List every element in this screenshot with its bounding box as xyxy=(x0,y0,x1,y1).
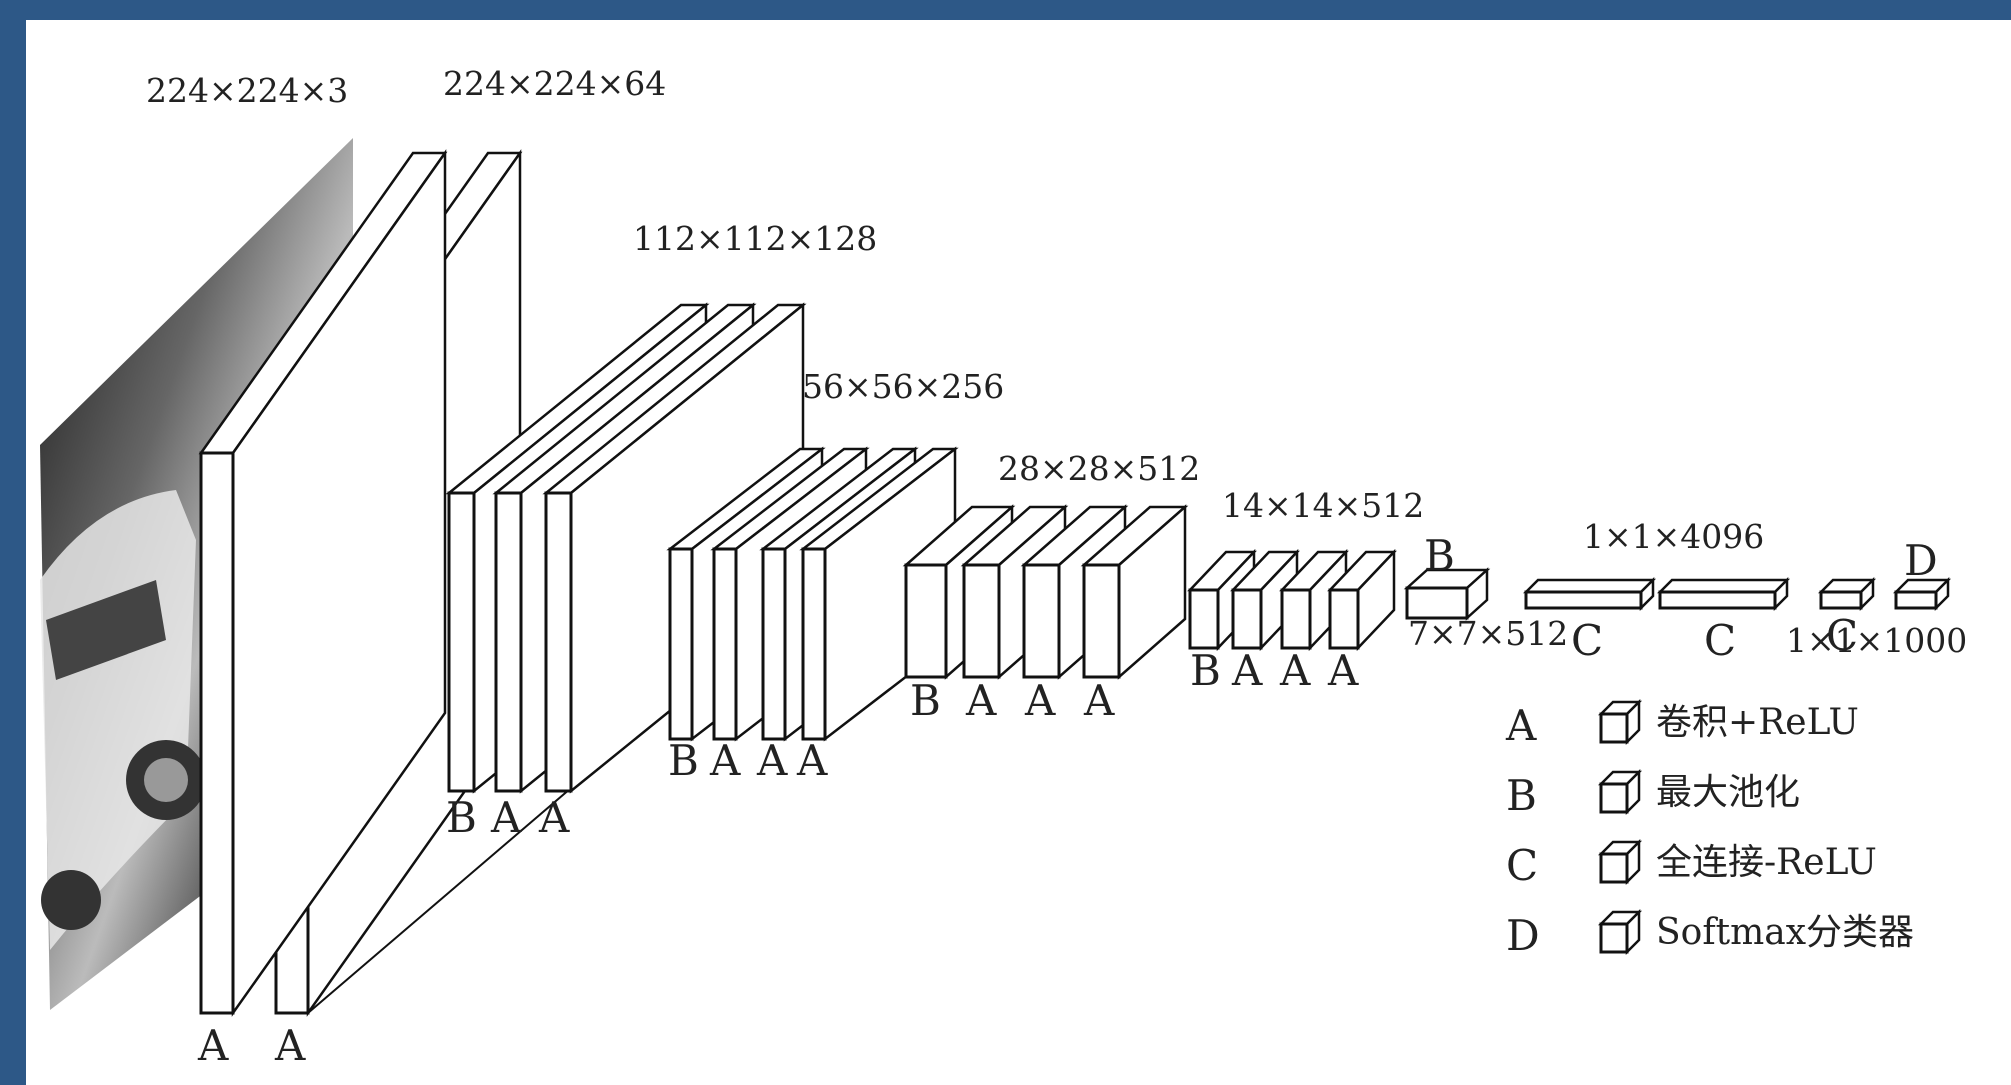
pool5-op: B xyxy=(1424,531,1455,580)
fc3-op: C xyxy=(1826,611,1858,660)
conv3-op-2: A xyxy=(709,736,741,785)
softmax-op: D xyxy=(1904,536,1938,585)
legend-cube-icon-C xyxy=(1601,842,1639,882)
dim-label-conv2: 112×112×128 xyxy=(633,219,877,258)
dim-label-input: 224×224×3 xyxy=(146,71,348,110)
dim-label-pool5: 7×7×512 xyxy=(1408,614,1568,653)
conv1-op-1: A xyxy=(197,1021,229,1070)
legend-label-A: 卷积+ReLU xyxy=(1656,702,1859,743)
conv5-layer-4-front xyxy=(1330,590,1358,648)
legend-key-C: C xyxy=(1506,841,1538,890)
fc1-block-top xyxy=(1526,580,1653,592)
dim-label-fc3: 1×1×1000 xyxy=(1786,621,1967,660)
conv1-op-2: A xyxy=(274,1021,306,1070)
conv5-layer-2-front xyxy=(1233,590,1261,648)
vgg16-diagram: 224×224×3 224×224×64 112×112×128 56×56×256 2… xyxy=(26,20,2011,1085)
legend-label-B: 最大池化 xyxy=(1656,772,1800,813)
conv5-layer-3-front xyxy=(1282,590,1310,648)
legend-cube-icon-B xyxy=(1601,772,1639,812)
conv5-op-2: A xyxy=(1231,646,1263,695)
conv2-op-2: A xyxy=(490,793,522,842)
fc1-block xyxy=(1526,580,1653,608)
dim-label-conv4: 28×28×512 xyxy=(998,449,1200,488)
conv3-op-3: A xyxy=(756,736,788,785)
conv2-layer-1-front xyxy=(449,493,474,791)
diagram-canvas: 224×224×3 224×224×64 112×112×128 56×56×256 2… xyxy=(26,20,2011,1085)
legend-key-D: D xyxy=(1506,911,1540,960)
dim-label-conv3: 56×56×256 xyxy=(802,367,1004,406)
conv2-layer-2-front xyxy=(496,493,521,791)
conv3-op-4: A xyxy=(796,736,828,785)
conv4-layer-2-front xyxy=(964,565,999,677)
dim-label-conv5: 14×14×512 xyxy=(1222,486,1424,525)
legend-key-B: B xyxy=(1506,771,1537,820)
dim-label-conv1: 224×224×64 xyxy=(443,64,666,103)
conv3-op-1: B xyxy=(668,736,699,785)
legend-cube-icon-D xyxy=(1601,912,1639,952)
conv3-layer-2-front xyxy=(714,549,736,739)
fc2-block-top xyxy=(1660,580,1787,592)
softmax-block-front xyxy=(1896,592,1936,608)
legend: A 卷积+ReLU B 最大池化 C 全连接-ReLU D Softmax分类器 xyxy=(1505,701,1914,960)
fc3-block xyxy=(1821,580,1873,608)
conv4-layer-3-front xyxy=(1024,565,1059,677)
conv2-layer-3-front xyxy=(546,493,571,791)
conv1-slab-1-front xyxy=(201,453,233,1013)
conv3-layer-3-front xyxy=(763,549,785,739)
legend-label-C: 全连接-ReLU xyxy=(1656,842,1877,883)
legend-cube-icon-A xyxy=(1601,702,1639,742)
legend-label-D: Softmax分类器 xyxy=(1656,912,1914,953)
fc2-block xyxy=(1660,580,1787,608)
conv4-op-1: B xyxy=(910,676,941,725)
conv4-op-4: A xyxy=(1083,676,1115,725)
fc2-block-front xyxy=(1660,592,1775,608)
conv4-op-2: A xyxy=(965,676,997,725)
dim-label-fc: 1×1×4096 xyxy=(1583,517,1764,556)
conv5-op-1: B xyxy=(1190,646,1221,695)
conv4-layer-4-front xyxy=(1084,565,1119,677)
conv5-op-3: A xyxy=(1279,646,1311,695)
conv4-layer-1-front xyxy=(906,565,946,677)
conv4-op-3: A xyxy=(1024,676,1056,725)
fc3-block-front xyxy=(1821,592,1861,608)
conv3-layer-4-front xyxy=(803,549,825,739)
fc-op-1: C xyxy=(1571,616,1603,665)
conv5-layer-1-front xyxy=(1190,590,1218,648)
legend-key-A: A xyxy=(1505,701,1537,750)
conv2-op-1: B xyxy=(446,793,477,842)
fc-op-2: C xyxy=(1704,616,1736,665)
conv2-op-3: A xyxy=(538,793,570,842)
conv5-op-4: A xyxy=(1327,646,1359,695)
conv3-layer-1-front xyxy=(670,549,692,739)
fc1-block-front xyxy=(1526,592,1641,608)
